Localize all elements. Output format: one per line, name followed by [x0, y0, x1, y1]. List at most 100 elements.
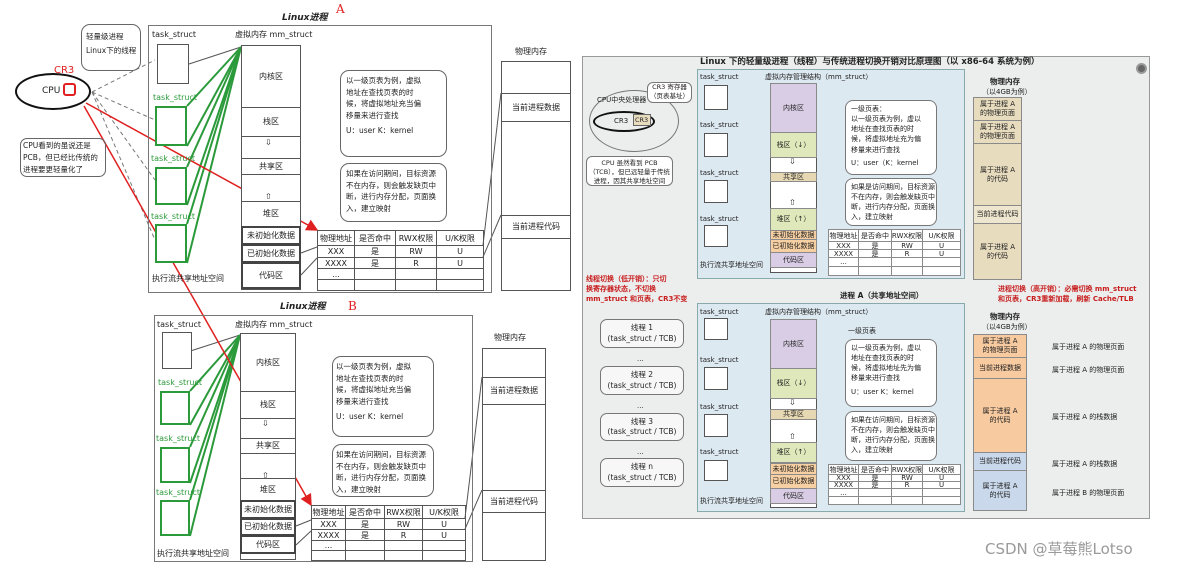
memory-region: 共享区: [770, 409, 817, 420]
thread-box[interactable]: 线程 1(task_struct / TCB): [600, 319, 684, 348]
mapping-line: [189, 334, 241, 392]
physical-side-label: 属于进程 A 的栈数据: [1052, 460, 1118, 468]
note-line: 地址在查找页表的时: [346, 87, 414, 97]
task-struct-box[interactable]: [704, 85, 728, 110]
thread-box[interactable]: 线程 2(task_struct / TCB): [600, 366, 684, 395]
task-struct-label: task_struct: [700, 356, 739, 364]
note-line: 断，进行内存分配，页面换: [851, 436, 935, 445]
cr3-register-icon: [63, 83, 76, 96]
task-struct-box[interactable]: [162, 332, 192, 369]
note-line: 不在内存，则会触发缺页中: [851, 426, 935, 435]
note-line: 以一级页表为例，虚以: [851, 344, 921, 352]
task-struct-box[interactable]: [157, 44, 189, 84]
task-struct-box[interactable]: [704, 367, 728, 390]
thread-box[interactable]: 线程 3(task_struct / TCB): [600, 413, 684, 441]
task-struct-box[interactable]: [704, 225, 728, 247]
physical-memory-subtitle: （以4GB为例）: [982, 88, 1032, 96]
phys-link-line: [464, 489, 483, 530]
shared-space-label: 执行流共享地址空间: [152, 274, 224, 283]
bubble-line: （页表基址）: [650, 91, 689, 100]
physical-side-label: 属于进程 A 的物理页面: [1052, 343, 1125, 351]
mapping-line: [189, 334, 241, 501]
table-cell: [828, 266, 859, 276]
note-line: 换寄存器状态，不切换: [586, 285, 656, 294]
task-struct-label: task_struct: [156, 488, 201, 497]
mm-struct-label: 虚拟内存管理结构（mm_struct）: [765, 308, 873, 316]
thread-subtitle: (task_struct / TCB): [607, 380, 677, 390]
note-line: 候，将虚拟地址充当偏: [346, 99, 421, 109]
task-struct-box[interactable]: [704, 133, 728, 157]
note-line: 候，将虚拟地址先为偏: [851, 364, 921, 373]
note-line: 和页表，CR3重新加载，刷新 Cache/TLB: [998, 295, 1134, 304]
arrow-down-icon: ⇩: [789, 157, 796, 166]
task-struct-label: task_struct: [700, 215, 739, 223]
process-frame-b: [154, 315, 473, 562]
note-line: 进程，因其共享地址空间: [593, 177, 666, 186]
thread-box[interactable]: 线程 n(task_struct / TCB): [600, 458, 684, 487]
table-cell: [436, 279, 484, 291]
mapping-line: [188, 46, 242, 65]
task-struct-box[interactable]: [155, 106, 187, 146]
physical-memory-block: 属于进程 A 的代码: [973, 223, 1022, 280]
ellipsis: ...: [637, 402, 644, 410]
table-header-cell: RWX权限: [384, 505, 423, 519]
physical-memory-block: 属于进程 A 的物理页面: [973, 97, 1022, 121]
physical-memory-block: 当前进程代码: [482, 490, 546, 513]
task-struct-label: task_struct: [151, 154, 196, 163]
memory-region: 内核区: [770, 83, 817, 133]
note-line: 如果在访问期间，目标资源: [336, 450, 426, 459]
note-line: 进程切换（高开销）：必需切换 mm_struct: [998, 285, 1137, 293]
task-struct-box[interactable]: [704, 180, 728, 203]
task-struct-label: task_struct: [152, 30, 197, 39]
table-cell: [922, 266, 961, 276]
task-struct-box[interactable]: [160, 500, 190, 536]
physical-memory-block: [482, 404, 546, 491]
bubble-line: Linux下的线程: [86, 46, 137, 56]
dashed-link-line: [91, 59, 156, 93]
physical-memory-block: 当前进程数据: [501, 93, 571, 122]
task-struct-box[interactable]: [160, 447, 190, 483]
physical-memory-block: [501, 61, 571, 94]
table-header-cell: 物理地址: [311, 505, 346, 519]
memory-region: 共享区: [770, 172, 817, 182]
mm-struct-label: 虚拟内存管理结构（mm_struct）: [765, 73, 873, 81]
page-fault-note: 如果在访问期间，目标资源不在内存，则会触发缺页中断，进行内存分配，页面换入，建立…: [845, 411, 937, 461]
mapping-line: [186, 46, 242, 107]
memory-region: 未初始化数据: [241, 226, 301, 245]
table-cell: [922, 496, 961, 505]
memory-region: 内核区: [241, 45, 301, 108]
panel-marker: A: [336, 2, 345, 16]
physical-side-label: 属于进程 B 的物理页面: [1052, 489, 1125, 497]
dashed-link-line: [91, 91, 156, 121]
task-struct-box[interactable]: [160, 391, 190, 425]
settings-icon[interactable]: [1136, 63, 1147, 74]
task-struct-box[interactable]: [155, 224, 187, 263]
note-line: 地址在查找页表的时: [851, 354, 914, 363]
task-struct-box[interactable]: [155, 167, 187, 205]
note-line: 入，建立映射: [346, 203, 391, 213]
physical-memory-block: 当前进程代码: [973, 205, 1022, 224]
task-struct-box[interactable]: [704, 414, 728, 437]
memory-region: 栈区: [240, 391, 296, 419]
task-struct-label: task_struct: [157, 320, 202, 329]
note-line: 地址在查找页表的时: [336, 373, 404, 383]
physical-memory-block: 属于进程 A 的代码: [973, 470, 1027, 511]
note-line: 移量来进行查找: [851, 374, 900, 383]
task-struct-box[interactable]: [704, 318, 728, 340]
note-line: 入，建立映射: [851, 446, 893, 455]
memory-region: 代码区: [770, 488, 817, 504]
memory-region: 栈区（↓）: [770, 368, 817, 399]
process-a-title: 进程 A（共享地址空间）: [840, 291, 924, 300]
thread-subtitle: (task_struct / TCB): [607, 472, 677, 482]
arrow-down-icon: ⇩: [265, 138, 272, 147]
memory-region: 已初始化数据: [240, 518, 296, 536]
task-struct-box[interactable]: [704, 460, 728, 481]
cpu-core-ellipse: [593, 111, 655, 132]
mapping-line: [189, 334, 241, 426]
task-struct-label: task_struct: [700, 448, 739, 456]
memory-region: 栈区（↓）: [770, 132, 817, 158]
